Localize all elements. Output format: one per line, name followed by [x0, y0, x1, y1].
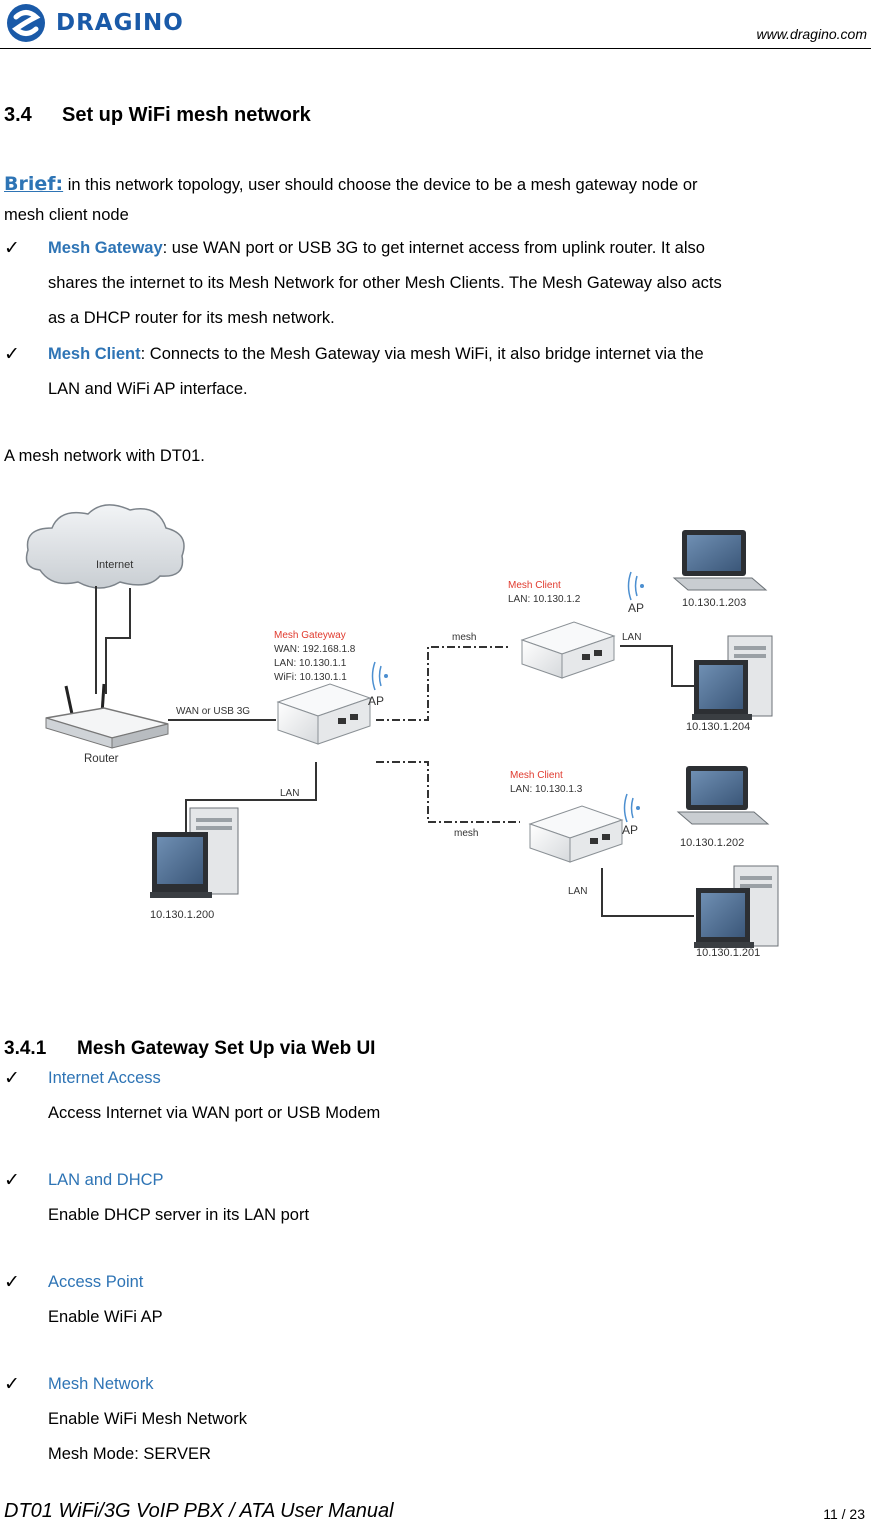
wifi-signal-icon [627, 571, 644, 601]
lan-label-204: LAN [622, 632, 641, 643]
subsection-number: 3.4.1 [4, 1038, 47, 1059]
step-item: ✓ Mesh Network Enable WiFi Mesh Network … [4, 1368, 864, 1470]
ip-201: 10.130.1.201 [696, 947, 760, 959]
check-icon: ✓ [4, 1067, 20, 1089]
brief-label: Brief: [4, 173, 64, 195]
bullet-label: Mesh Gateway [48, 239, 163, 257]
step-line: Enable DHCP server in its LAN port [48, 1206, 310, 1224]
desktop-pc-icon [694, 865, 779, 948]
site-url[interactable]: www.dragino.com [756, 26, 868, 42]
ip-203: 10.130.1.203 [682, 597, 746, 609]
bullet-line2: shares the internet to its Mesh Network … [48, 274, 722, 292]
step-title: LAN and DHCP [48, 1171, 164, 1189]
internet-label: Internet [96, 559, 133, 571]
page-number: 11 / 23 [823, 1506, 865, 1522]
subsection-heading: 3.4.1 Mesh Gateway Set Up via Web UI [4, 1038, 375, 1060]
bullet-line1: : use WAN port or USB 3G to get internet… [162, 239, 705, 257]
client2-lan: LAN: 10.130.1.3 [510, 784, 583, 795]
gateway-wan: WAN: 192.168.1.8 [274, 644, 356, 655]
client2-ap-label: AP [622, 823, 638, 837]
mesh-label-2: mesh [454, 828, 478, 839]
brand-name: DRAGINO [56, 10, 184, 36]
laptop-icon [672, 530, 768, 591]
dragino-logo-icon [7, 4, 45, 42]
mesh-network-diagram: Internet Router WAN or USB 3G Mesh Gatey… [25, 504, 779, 959]
router-label: Router [84, 753, 119, 765]
step-item: ✓ LAN and DHCP Enable DHCP server in its… [4, 1164, 864, 1231]
mesh-client-device-icon [520, 621, 616, 679]
desktop-pc-icon [692, 635, 773, 720]
check-icon: ✓ [4, 237, 20, 259]
gateway-wifi: WiFi: 10.130.1.1 [274, 672, 347, 683]
step-title: Access Point [48, 1273, 144, 1291]
section-number: 3.4 [4, 104, 32, 126]
section-title: Set up WiFi mesh network [62, 104, 311, 126]
role-bullet-client: ✓ Mesh Client: Connects to the Mesh Gate… [4, 338, 870, 405]
brief-line2: mesh client node [4, 206, 129, 224]
step-line: Access Internet via WAN port or USB Mode… [48, 1104, 381, 1122]
check-icon: ✓ [4, 1271, 20, 1293]
wan-usb-label: WAN or USB 3G [176, 706, 250, 717]
client2-title: Mesh Client [510, 770, 563, 781]
ip-202: 10.130.1.202 [680, 837, 744, 849]
gateway-lan: LAN: 10.130.1.1 [274, 658, 347, 669]
check-icon: ✓ [4, 1373, 20, 1395]
step-line: Enable WiFi Mesh Network [48, 1410, 247, 1428]
wifi-signal-icon [623, 793, 640, 823]
brief-paragraph: Brief: in this network topology, user sh… [4, 168, 864, 231]
router-icon [45, 683, 169, 749]
client1-ap-label: AP [628, 601, 644, 615]
step-line: Enable WiFi AP [48, 1308, 163, 1326]
brand-logo: DRAGINO [4, 2, 204, 44]
header-rule [0, 48, 871, 49]
wifi-signal-icon [371, 661, 388, 691]
mesh-client-device-icon [528, 805, 624, 863]
ip-200: 10.130.1.200 [150, 909, 214, 921]
lan-label-201: LAN [568, 886, 587, 897]
bullet-line2: LAN and WiFi AP interface. [48, 380, 248, 398]
desktop-pc-icon [150, 807, 239, 898]
subsection-title: Mesh Gateway Set Up via Web UI [77, 1038, 376, 1059]
client1-title: Mesh Client [508, 580, 561, 591]
step-item: ✓ Internet Access Access Internet via WA… [4, 1062, 864, 1129]
role-bullet-gateway: ✓ Mesh Gateway: use WAN port or USB 3G t… [4, 232, 870, 334]
step-line: Mesh Mode: SERVER [48, 1445, 211, 1463]
ip-204: 10.130.1.204 [686, 721, 750, 733]
section-heading: 3.4 Set up WiFi mesh network [4, 104, 311, 127]
check-icon: ✓ [4, 1169, 20, 1191]
figure-caption: A mesh network with DT01. [4, 447, 205, 465]
bullet-line3: as a DHCP router for its mesh network. [48, 309, 335, 327]
lan-label-200: LAN [280, 788, 299, 799]
step-item: ✓ Access Point Enable WiFi AP [4, 1266, 864, 1333]
step-title: Mesh Network [48, 1375, 154, 1393]
check-icon: ✓ [4, 343, 20, 365]
brief-line1: in this network topology, user should ch… [67, 176, 698, 194]
step-title: Internet Access [48, 1069, 161, 1087]
mesh-label-1: mesh [452, 632, 476, 643]
bullet-label: Mesh Client [48, 345, 141, 363]
internet-cloud-icon [25, 504, 185, 589]
mesh-gateway-device-icon [276, 683, 372, 745]
client1-lan: LAN: 10.130.1.2 [508, 594, 581, 605]
laptop-icon [676, 766, 770, 825]
gateway-ap-label: AP [368, 694, 384, 708]
gateway-title: Mesh Gateyway [274, 630, 346, 641]
bullet-line1: : Connects to the Mesh Gateway via mesh … [140, 345, 704, 363]
footer-title: DT01 WiFi/3G VoIP PBX / ATA User Manual [4, 1500, 394, 1522]
